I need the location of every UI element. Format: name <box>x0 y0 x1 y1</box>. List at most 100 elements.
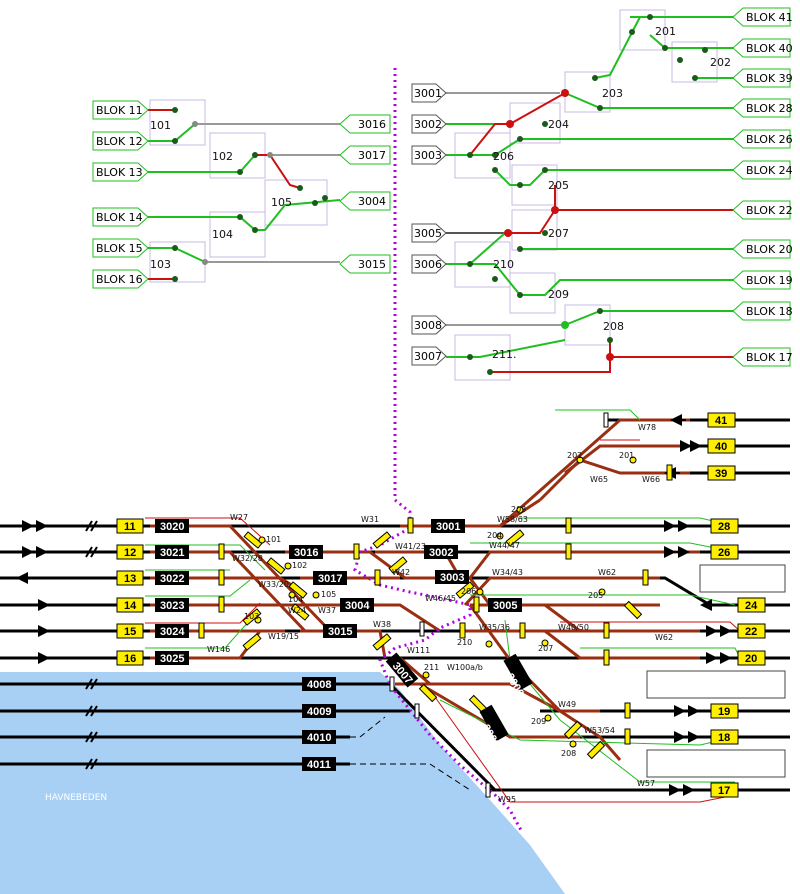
blok-18-label: BLOK 18 <box>746 305 793 318</box>
left-route-boxes <box>92 100 149 289</box>
block-3016: 3016 <box>294 547 318 559</box>
blok-12-label: BLOK 12 <box>96 135 143 148</box>
w34-43: W34/43 <box>492 568 523 577</box>
logic-panel-right <box>446 9 740 381</box>
blok-14-label: BLOK 14 <box>96 211 143 224</box>
track-39: 39 <box>715 468 727 480</box>
w66: W66 <box>642 475 660 484</box>
block-3025: 3025 <box>160 653 184 665</box>
blok-22-label: BLOK 22 <box>746 204 793 217</box>
track-12: 12 <box>124 547 136 559</box>
w57: W57 <box>637 779 655 788</box>
blok-16-label: BLOK 16 <box>96 273 143 286</box>
switch-202-label: 202 <box>710 56 731 69</box>
switch-206-label: 206 <box>493 150 514 163</box>
track-28: 28 <box>718 521 730 533</box>
harbor-label: HAVNEBEDEN <box>45 793 107 803</box>
w65: W65 <box>590 475 608 484</box>
mid-route-boxes <box>411 83 447 366</box>
block-3023: 3023 <box>160 600 184 612</box>
mid-3001-label: 3001 <box>414 87 442 100</box>
blok-15-label: BLOK 15 <box>96 242 143 255</box>
blok-20-label: BLOK 20 <box>746 243 793 256</box>
mid-3005-label: 3005 <box>414 227 442 240</box>
block-4009: 4009 <box>307 706 331 718</box>
switch-204-label: 204 <box>548 118 569 131</box>
switch-105-label: 105 <box>271 196 292 209</box>
thin-signal-paths <box>145 409 741 803</box>
w19-15: W19/15 <box>268 632 299 641</box>
switch-209-label: 209 <box>548 288 569 301</box>
track-14: 14 <box>124 600 137 612</box>
w35-36: W35/36 <box>479 623 510 632</box>
right-route-boxes <box>732 7 791 367</box>
point-207: 207 <box>538 644 553 653</box>
w58-63: W58/63 <box>497 515 528 524</box>
block-section-boxes <box>155 519 533 771</box>
switch-208-label: 208 <box>603 320 624 333</box>
w41-23: W41/23 <box>395 542 426 551</box>
point-markers <box>242 529 643 760</box>
mid-3003-label: 3003 <box>414 149 442 162</box>
blok-13-label: BLOK 13 <box>96 166 143 179</box>
exit-3015-label: 3015 <box>358 258 386 271</box>
blok-11-label: BLOK 11 <box>96 104 143 117</box>
w38: W38 <box>373 620 391 629</box>
w24: W24 <box>288 606 306 615</box>
train-trail <box>353 68 524 833</box>
point-201: 201 <box>619 451 634 460</box>
w95: W95 <box>498 795 516 804</box>
mid-3007-label: 3007 <box>414 350 442 363</box>
blok-41-label: BLOK 41 <box>746 11 793 24</box>
left-panel-exit-boxes <box>339 114 391 274</box>
point-205: 205 <box>588 591 603 600</box>
track-17: 17 <box>718 785 730 797</box>
switch-211-label: 211. <box>492 348 517 361</box>
block-4011: 4011 <box>307 759 331 771</box>
block-4010: 4010 <box>307 732 331 744</box>
exit-3016-label: 3016 <box>358 118 386 131</box>
signals <box>198 464 673 745</box>
track-18: 18 <box>718 732 730 744</box>
w44-47: W44/47 <box>489 541 520 550</box>
w49: W49 <box>558 700 576 709</box>
track-24: 24 <box>745 600 758 612</box>
block-3022: 3022 <box>160 573 184 585</box>
switch-210-label: 210 <box>493 258 514 271</box>
point-103: 103 <box>244 612 259 621</box>
block-3024: 3024 <box>160 626 185 638</box>
w31: W31 <box>361 515 379 524</box>
blok-28-label: BLOK 28 <box>746 102 793 115</box>
track-20: 20 <box>745 653 757 665</box>
switch-104-label: 104 <box>212 228 233 241</box>
blok-39-label: BLOK 39 <box>746 72 793 85</box>
info-box-1 <box>699 564 786 593</box>
w37: W37 <box>318 606 336 615</box>
block-3020: 3020 <box>160 521 184 533</box>
point-104: 104 <box>288 595 303 604</box>
block-3017: 3017 <box>318 573 342 585</box>
w146: W146 <box>207 645 230 654</box>
w62-upper: W62 <box>598 568 616 577</box>
point-202: 202 <box>567 451 582 460</box>
mid-3008-label: 3008 <box>414 319 442 332</box>
track-40: 40 <box>715 441 727 453</box>
block-4008: 4008 <box>307 679 331 691</box>
logic-panel-left <box>148 99 341 283</box>
block-3002: 3002 <box>429 547 453 559</box>
point-210: 210 <box>457 638 472 647</box>
block-3021: 3021 <box>160 547 184 559</box>
dashed-tracks <box>0 716 471 791</box>
section-breaks <box>85 520 98 770</box>
w78: W78 <box>638 423 656 432</box>
point-101: 101 <box>266 535 281 544</box>
blok-24-label: BLOK 24 <box>746 164 793 177</box>
point-105: 105 <box>321 590 336 599</box>
track-end-stops <box>389 412 609 798</box>
track-number-boxes <box>116 412 766 798</box>
track-15: 15 <box>124 626 136 638</box>
w62-lower: W62 <box>655 633 673 642</box>
point-206: 206 <box>461 587 476 596</box>
point-204: 204 <box>487 531 502 540</box>
